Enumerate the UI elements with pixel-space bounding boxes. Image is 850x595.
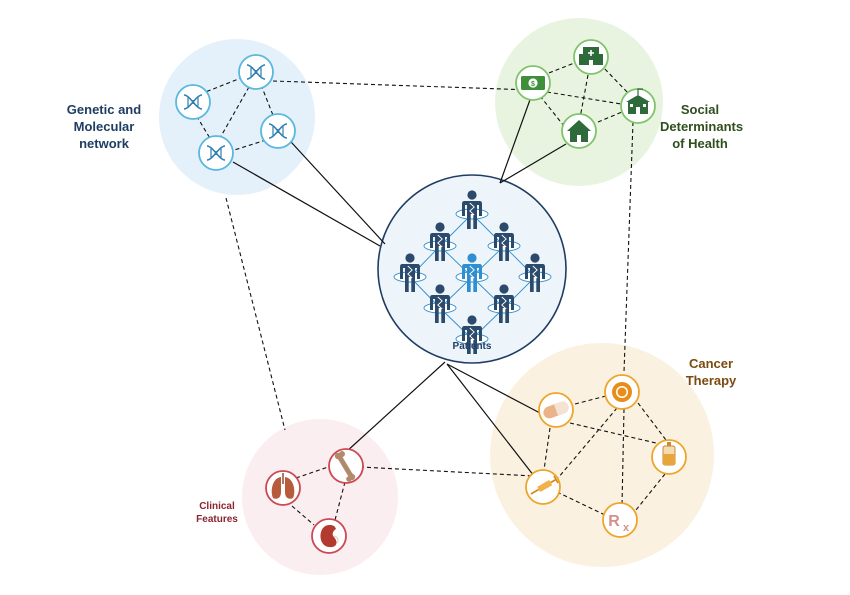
kidney-icon	[311, 518, 347, 554]
patients-label: Patients	[452, 341, 492, 352]
school-icon	[620, 88, 656, 124]
social-nodes: $	[515, 39, 656, 149]
dna-icon	[238, 54, 274, 90]
iv-bag-icon	[651, 439, 687, 475]
money-icon: $	[515, 65, 551, 101]
hospital-icon	[573, 39, 609, 75]
syringe-icon	[525, 469, 561, 505]
clinical-nodes	[265, 448, 364, 554]
radiation-icon	[604, 374, 640, 410]
cancer-nodes: R x	[525, 374, 687, 538]
svg-text:x: x	[623, 522, 630, 534]
social-determinants-region	[495, 18, 663, 186]
svg-text:$: $	[531, 81, 535, 88]
clinical-features-region	[242, 419, 398, 575]
capsule-icon	[538, 392, 574, 428]
patient-links	[232, 96, 567, 477]
genetic-network-region	[159, 39, 315, 195]
clinical-features-label: Clinical Features	[196, 501, 238, 525]
dna-icon	[198, 135, 234, 171]
prescription-icon: R x	[602, 502, 638, 538]
bone-icon	[328, 448, 364, 484]
cancer-therapy-label: Cancer Therapy	[685, 356, 737, 388]
social-determinants-label: Social Determinants of Health	[660, 102, 744, 151]
patient-network	[393, 189, 552, 355]
dna-icon	[175, 84, 211, 120]
genetic-network-label: Genetic and Molecular network	[66, 102, 142, 151]
lungs-icon	[265, 470, 301, 506]
dna-icon	[260, 113, 296, 149]
svg-text:R: R	[608, 513, 620, 530]
genetic-nodes	[175, 54, 296, 171]
home-icon	[561, 113, 597, 149]
